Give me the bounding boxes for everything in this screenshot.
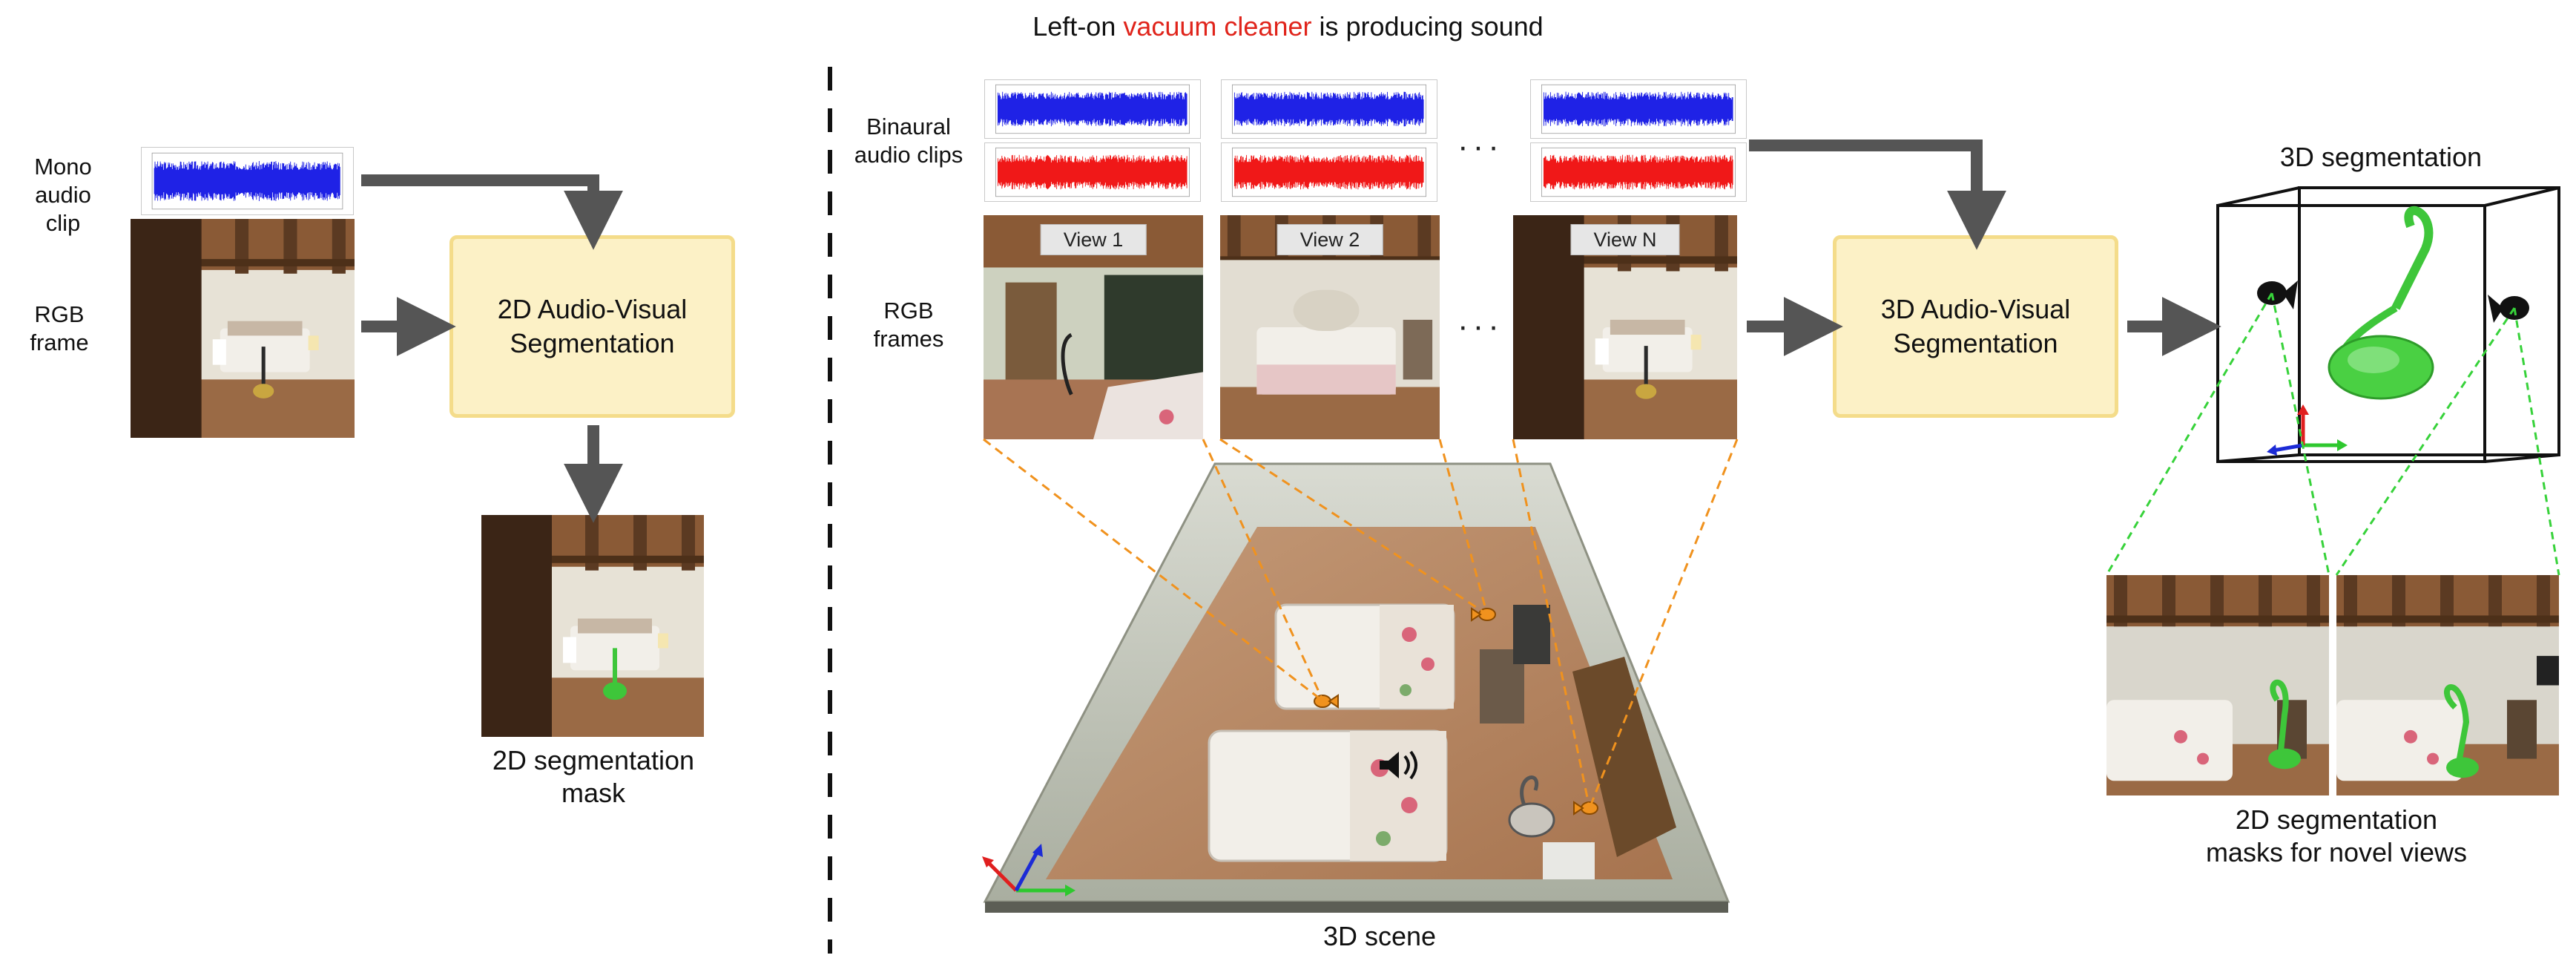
camera-icon <box>1573 801 1598 816</box>
axis-icon <box>2267 404 2348 456</box>
figure-title: Left-on vacuum cleaner is producing soun… <box>0 10 2576 43</box>
binaural-waveform-left-2 <box>1221 79 1437 139</box>
title-suffix: is producing sound <box>1311 11 1544 42</box>
camera-icon <box>1314 694 1339 709</box>
binaural-waveform-left-n <box>1530 79 1747 139</box>
mono-audio-label: Mono audio clip <box>34 154 92 236</box>
speaker-icon <box>1380 750 1417 780</box>
novel-view-1-image <box>2106 575 2329 795</box>
view-1-tag: View 1 <box>1040 224 1147 255</box>
audio-visual-2d-box: 2D Audio-Visual Segmentation <box>449 235 735 418</box>
title-highlight: vacuum cleaner <box>1123 11 1312 42</box>
rgb-frame-view-2: View 2 <box>1220 215 1440 439</box>
rgb-frames-label: RGB frames <box>873 298 944 352</box>
axis-icon <box>982 844 1075 896</box>
mask-2d-image <box>481 515 704 737</box>
audio-visual-3d-box: 3D Audio-Visual Segmentation <box>1833 235 2118 418</box>
binaural-label: Binaural audio clips <box>854 114 963 168</box>
scene-3d-label: 3D scene <box>1322 921 1437 951</box>
binaural-waveform-left-1 <box>984 79 1201 139</box>
arrow-mono-to-2d <box>361 174 623 250</box>
camera-icon <box>2488 295 2529 323</box>
waveform-ellipsis: ··· <box>1457 128 1503 165</box>
seg3d-cube <box>2216 186 2560 463</box>
rgb-frame-view-1: View 1 <box>984 215 1203 439</box>
novel-views-label: 2D segmentation masks for novel views <box>2205 804 2468 867</box>
seg3d-label: 3D segmentation <box>2279 142 2483 172</box>
rgb-frame-label: RGB frame <box>30 301 89 355</box>
view-2-tag: View 2 <box>1277 224 1383 255</box>
camera-icon <box>2257 280 2298 309</box>
mask-2d-label: 2D segmentation mask <box>492 745 695 808</box>
binaural-waveform-right-2 <box>1221 142 1437 202</box>
rgb-frame-image <box>131 219 355 438</box>
camera-icon <box>1471 607 1496 622</box>
binaural-waveform-right-1 <box>984 142 1201 202</box>
view-n-tag: View N <box>1570 224 1680 255</box>
novel-view-2-image <box>2336 575 2559 795</box>
title-prefix: Left-on <box>1032 11 1124 42</box>
binaural-waveform-right-n <box>1530 142 1747 202</box>
frames-ellipsis: ··· <box>1457 308 1503 344</box>
arrow-binaural-to-3d <box>1749 140 2006 250</box>
scene-3d-render <box>982 462 1730 913</box>
mono-audio-waveform <box>141 147 354 215</box>
rgb-frame-view-n: View N <box>1513 215 1737 439</box>
dashed-divider <box>828 67 832 954</box>
